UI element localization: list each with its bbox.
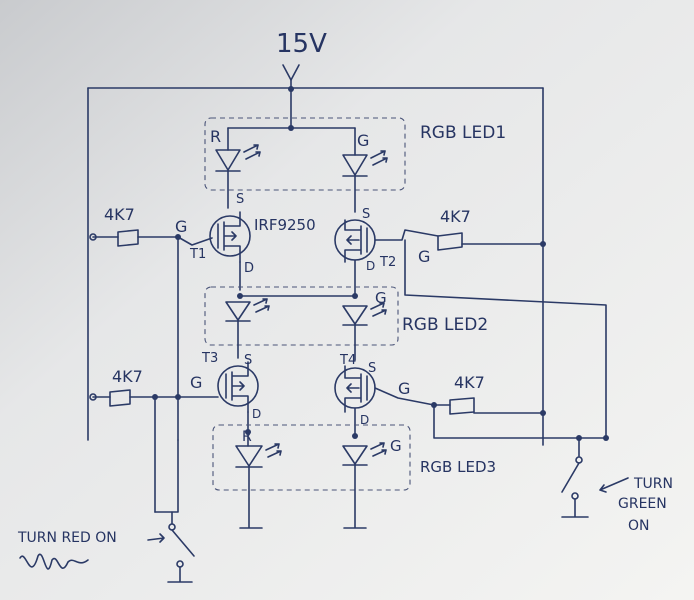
red-switch-label: TURN RED ON xyxy=(17,530,117,546)
input-terminal xyxy=(89,233,97,241)
input-terminal xyxy=(89,393,97,401)
t1-part-label: IRF9250 xyxy=(254,216,316,234)
green-switch-label-line2: GREEN xyxy=(618,496,667,512)
junction-dot xyxy=(352,293,358,299)
junction-dot xyxy=(175,394,181,400)
light-arrows-icon xyxy=(243,144,261,160)
resistor-r4 xyxy=(449,397,475,415)
r3-value-label: 4K7 xyxy=(112,367,143,386)
wire xyxy=(374,387,451,406)
rgb-led3-label: RGB LED3 xyxy=(420,458,496,476)
t2-gate-label: G xyxy=(418,247,430,266)
r2-value-label: 4K7 xyxy=(440,207,471,226)
t2-source-label: S xyxy=(362,207,370,222)
t2-drain-label: D xyxy=(366,259,375,273)
t3-source-label: S xyxy=(244,353,252,368)
t2-gate-to-green-switch-wire xyxy=(404,239,607,439)
led1-green-pin-label: G xyxy=(357,131,369,150)
junction-dot xyxy=(540,410,546,416)
t1-source-label: S xyxy=(236,192,244,207)
light-arrows-icon xyxy=(253,298,270,313)
scribble xyxy=(19,553,89,570)
junction-dot xyxy=(237,293,243,299)
t3-label: T3 xyxy=(201,351,218,366)
ground-symbol xyxy=(561,498,589,518)
light-arrows-icon xyxy=(370,442,387,457)
wire xyxy=(137,236,213,246)
t4-source-label: S xyxy=(368,361,376,376)
t4-drain-label: D xyxy=(360,413,369,427)
r4-value-label: 4K7 xyxy=(454,373,485,392)
t3-gate-label: G xyxy=(190,373,202,392)
arrow-icon xyxy=(147,533,165,543)
green-switch-lever xyxy=(561,462,580,493)
rgb-led1-label: RGB LED1 xyxy=(420,123,506,143)
t3-mosfet-symbol xyxy=(217,365,259,407)
resistor-r2 xyxy=(437,232,463,251)
wire xyxy=(374,229,439,241)
t2-mosfet-body xyxy=(344,219,368,263)
ground-symbol xyxy=(239,466,263,529)
t2-label: T2 xyxy=(379,255,396,270)
t4-gate-label: G xyxy=(398,379,410,398)
green-switch-label-line1: TURN xyxy=(633,476,673,492)
rgb-led3-box xyxy=(212,424,411,491)
green-switch-label-line3: ON xyxy=(628,518,650,534)
rgb-led2-box xyxy=(204,286,399,346)
light-arrows-icon xyxy=(265,443,282,458)
t1-label: T1 xyxy=(189,247,206,262)
t1-drain-label: D xyxy=(244,261,254,276)
junction-dot xyxy=(352,433,358,439)
t1-gate-label: G xyxy=(175,217,187,236)
arrow-icon xyxy=(599,477,629,493)
supply-label: 15V xyxy=(276,29,327,59)
rgb-led2-label: RGB LED2 xyxy=(402,315,488,335)
wire xyxy=(433,404,607,439)
wire xyxy=(154,439,179,513)
t3-drain-label: D xyxy=(252,407,261,421)
ground-symbol xyxy=(167,566,193,583)
wire xyxy=(237,320,356,361)
r1-value-label: 4K7 xyxy=(104,205,135,224)
ground-symbol xyxy=(343,464,367,529)
junction-dot xyxy=(540,241,546,247)
light-arrows-icon xyxy=(370,302,387,317)
junction-dot xyxy=(245,429,251,435)
led3-red-pin-label: R xyxy=(242,429,252,445)
led3-green-pin-label: G xyxy=(390,437,402,455)
light-arrows-icon xyxy=(370,150,388,166)
resistor-r1 xyxy=(117,229,139,247)
t4-mosfet-body xyxy=(344,365,368,413)
t1-mosfet-body xyxy=(217,211,241,263)
rgb-led1-box xyxy=(204,117,406,191)
t3-mosfet-body xyxy=(225,361,249,413)
led1-red-pin-label: R xyxy=(210,127,221,146)
t4-label: T4 xyxy=(339,353,356,368)
t1-mosfet-symbol xyxy=(209,215,251,257)
red-switch-lever xyxy=(171,529,195,557)
junction-dot xyxy=(603,435,609,441)
junction-dot xyxy=(288,86,294,92)
led2-green-pin-label: G xyxy=(375,289,387,307)
resistor-r3 xyxy=(109,389,131,407)
